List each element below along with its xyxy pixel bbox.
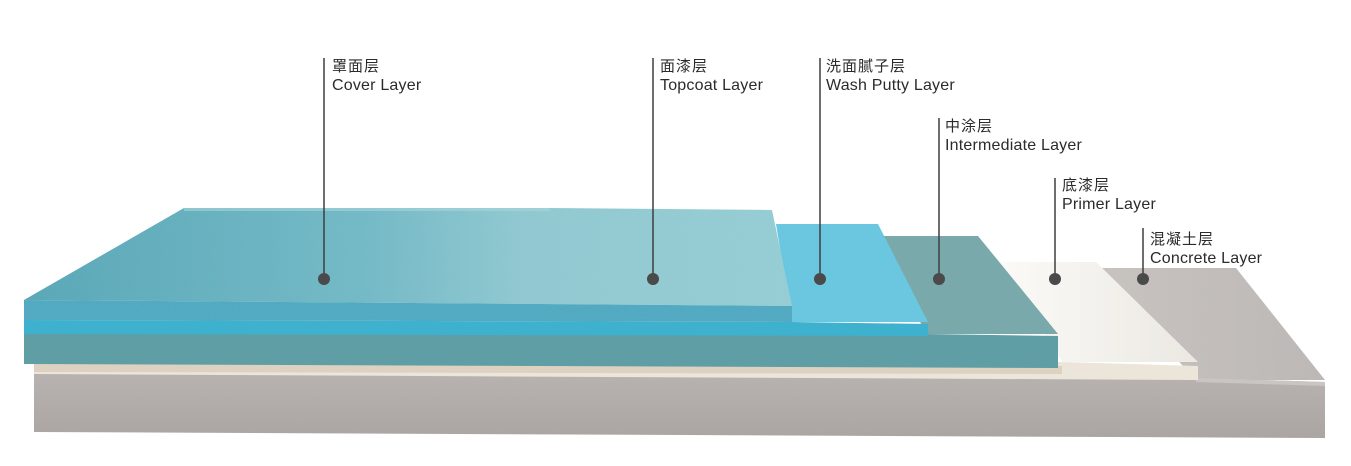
label-concrete: 混凝土层 Concrete Layer (1150, 229, 1262, 269)
wash-putty-front-face (24, 320, 928, 336)
label-primer-en: Primer Layer (1062, 196, 1156, 213)
cover-front-face (24, 300, 792, 322)
intermediate-front-face (24, 334, 1058, 368)
label-wash-putty: 洗面腻子层 Wash Putty Layer (826, 56, 955, 96)
label-wash-putty-zh: 洗面腻子层 (826, 57, 907, 75)
concrete-top-face (1092, 268, 1325, 380)
label-intermediate-zh: 中涂层 (945, 117, 994, 135)
label-cover: 罩面层 Cover Layer (332, 56, 421, 96)
label-primer-zh: 底漆层 (1062, 176, 1111, 194)
wash-putty-top-face (776, 224, 928, 322)
leader-topcoat (647, 58, 659, 285)
marker-wash-putty (814, 273, 826, 285)
leader-concrete (1137, 228, 1149, 285)
label-intermediate: 中涂层 Intermediate Layer (945, 116, 1082, 156)
label-topcoat-en: Topcoat Layer (660, 77, 764, 94)
marker-topcoat (647, 273, 659, 285)
label-concrete-zh: 混凝土层 (1150, 230, 1215, 248)
cover-top-face (24, 208, 792, 306)
concrete-edge (1196, 378, 1325, 386)
label-wash-putty-en: Wash Putty Layer (826, 77, 955, 94)
label-topcoat-zh: 面漆层 (660, 57, 709, 75)
marker-intermediate (933, 273, 945, 285)
leader-cover (318, 58, 330, 285)
label-topcoat: 面漆层 Topcoat Layer (660, 56, 763, 96)
label-primer: 底漆层 Primer Layer (1062, 175, 1156, 215)
wash-putty-layer-block (24, 224, 928, 336)
leader-intermediate (933, 118, 945, 285)
marker-cover (318, 273, 330, 285)
label-intermediate-en: Intermediate Layer (945, 137, 1083, 154)
leader-wash-putty (814, 58, 826, 285)
concrete-front-face (34, 368, 1325, 438)
leader-primer (1049, 178, 1061, 285)
concrete-layer-block (34, 268, 1325, 438)
topcoat-cover-layer-block (24, 208, 792, 322)
marker-concrete (1137, 273, 1149, 285)
callout-leaders (318, 58, 1149, 285)
intermediate-layer-block (24, 236, 1058, 368)
label-cover-zh: 罩面层 (332, 57, 381, 75)
cover-edge-highlight (184, 208, 550, 211)
label-cover-en: Cover Layer (332, 77, 422, 94)
marker-primer (1049, 273, 1061, 285)
label-concrete-en: Concrete Layer (1150, 250, 1263, 267)
intermediate-top-face (878, 236, 1058, 334)
